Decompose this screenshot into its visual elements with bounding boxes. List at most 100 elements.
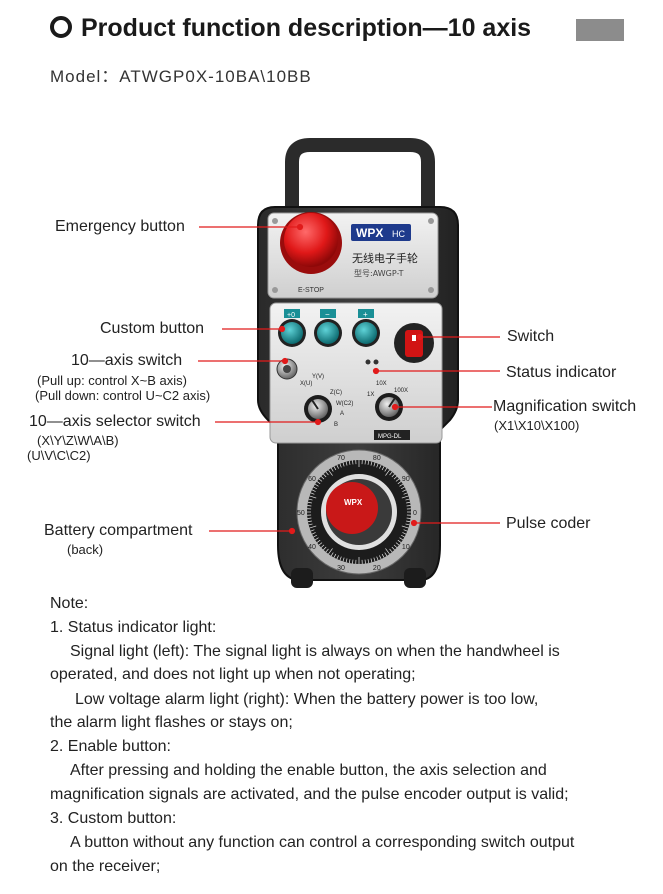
notes-heading: Note: xyxy=(50,595,89,612)
custom-button-1 xyxy=(281,322,303,344)
page-title: Product function description—10 axis xyxy=(50,14,531,43)
model-line: Model：ATWGP0X-10BA\10BB xyxy=(50,67,312,86)
mpg-label: MPG-DL xyxy=(378,434,402,440)
dial-tick xyxy=(318,478,323,482)
dial-tick xyxy=(370,558,373,563)
dial-tick xyxy=(384,552,388,557)
note-2-line-b: magnification signals are activated, and… xyxy=(50,786,569,803)
dial-tick xyxy=(406,520,411,523)
dial-tick xyxy=(336,555,339,560)
magnification-callout: Magnification switch xyxy=(493,398,637,415)
dial-tick xyxy=(314,483,319,487)
battery-callout-sub: (back) xyxy=(67,542,104,557)
note-2-line-a: After pressing and holding the enable bu… xyxy=(70,762,547,779)
note-1-line-b: operated, and does not light up when not… xyxy=(50,666,416,683)
dial-tick xyxy=(381,553,385,558)
axis-tick-z: Z(C) xyxy=(330,390,342,396)
dial-tick xyxy=(391,546,395,551)
dial-brand: WPX xyxy=(344,498,363,507)
custom-button-label-2: − xyxy=(325,310,330,319)
dial-tick xyxy=(376,556,379,561)
dial-tick xyxy=(345,558,348,563)
dial-tick xyxy=(391,473,395,478)
dial-tick xyxy=(310,529,315,532)
axis-tick-x: X(U) xyxy=(300,381,312,387)
dial-tick xyxy=(406,517,411,519)
dial-tick xyxy=(401,495,409,499)
custom-button-label-1: +0 xyxy=(287,312,295,319)
device-model-label: 型号:AWGP-T xyxy=(354,269,404,278)
dial-number: 50 xyxy=(297,510,305,517)
selector-switch-callout: 10—axis selector switch xyxy=(29,413,201,430)
device-chinese-name: 无线电子手轮 xyxy=(352,251,418,265)
dial-tick xyxy=(323,473,327,478)
dial-tick xyxy=(348,460,351,465)
dial-tick xyxy=(381,466,385,471)
dial-number: 90 xyxy=(402,476,410,483)
dial-tick xyxy=(352,559,354,564)
note-3-title: 3. Custom button: xyxy=(50,810,177,827)
dial-tick xyxy=(364,460,366,465)
dial-tick xyxy=(320,544,325,548)
dial-tick xyxy=(316,481,321,485)
note-1-line-d: the alarm light flashes or stays on; xyxy=(50,714,293,731)
dial-number: 40 xyxy=(308,544,316,551)
dial-tick xyxy=(395,542,400,546)
dial-tick xyxy=(330,552,334,557)
custom-button-3 xyxy=(355,322,377,344)
dial-tick xyxy=(373,462,376,467)
selector-switch-sub-1: (X\Y\Z\W\A\B) xyxy=(37,433,119,448)
dial-tick xyxy=(314,537,319,541)
dial-tick xyxy=(342,462,345,467)
dial-tick xyxy=(406,505,411,507)
dial-number: 20 xyxy=(373,565,381,572)
note-2-title: 2. Enable button: xyxy=(50,738,171,755)
dial-tick xyxy=(307,505,312,507)
status-indicator-callout: Status indicator xyxy=(506,364,617,381)
battery-callout: Battery compartment xyxy=(44,522,193,539)
emergency-button-label: Emergency button xyxy=(55,218,185,235)
dial-tick xyxy=(393,544,398,548)
dial-tick xyxy=(403,492,408,495)
dial-tick xyxy=(313,534,318,538)
dial-number: 80 xyxy=(373,455,381,462)
axis-switch-sub-1: (Pull up: control X~B axis) xyxy=(37,373,187,388)
dial-tick xyxy=(399,537,404,541)
dial-tick xyxy=(402,489,407,492)
note-3-line-a: A button without any function can contro… xyxy=(70,834,575,851)
mag-tick-1x: 1X xyxy=(367,392,374,398)
axis-tick-w: W(C2) xyxy=(336,401,353,407)
custom-button-2 xyxy=(317,322,339,344)
dial-tick xyxy=(405,498,410,501)
dial-tick xyxy=(385,469,390,476)
dial-tick xyxy=(376,463,379,468)
mag-tick-10x: 10X xyxy=(376,381,387,387)
dial-tick xyxy=(313,486,318,490)
dial-tick xyxy=(406,501,411,504)
dial-tick xyxy=(379,464,382,469)
dial-tick xyxy=(309,525,317,529)
dial-tick xyxy=(308,523,313,526)
magnification-callout-sub: (X1\X10\X100) xyxy=(494,418,580,433)
dial-tick xyxy=(307,501,312,504)
dial-tick xyxy=(403,529,408,532)
dial-tick xyxy=(318,542,323,546)
dial-ticks xyxy=(307,460,411,564)
title-decoration-bar xyxy=(576,19,624,41)
dial-tick xyxy=(405,523,410,526)
dial-tick xyxy=(397,539,402,543)
dial-tick xyxy=(352,460,354,465)
dial-tick xyxy=(367,460,370,465)
mount-foot-right xyxy=(404,568,426,588)
axis-switch-callout: 10—axis switch xyxy=(71,352,183,369)
note-1-line-a: Signal light (left): The signal light is… xyxy=(70,643,560,660)
dial-tick xyxy=(316,539,321,543)
mount-foot-left xyxy=(291,568,313,588)
note-1-line-c: Low voltage alarm light (right): When th… xyxy=(75,691,539,708)
note-1-title: 1. Status indicator light: xyxy=(50,619,217,636)
dial-number: 60 xyxy=(308,476,316,483)
axis-tick-b: B xyxy=(334,422,338,428)
